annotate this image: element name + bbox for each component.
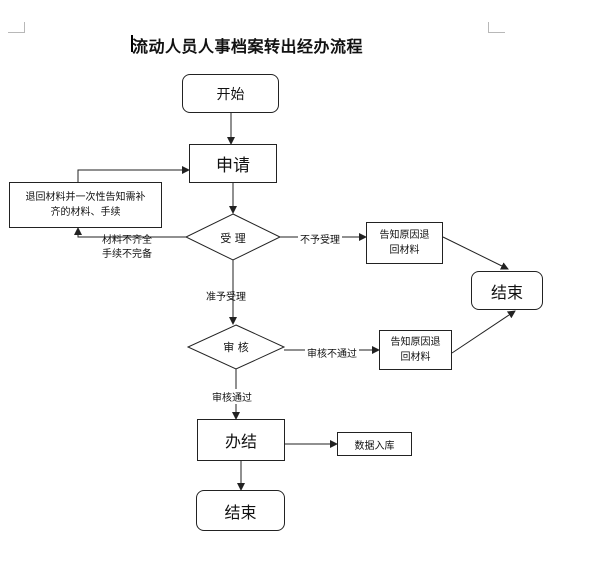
crop-mark-top-right — [488, 22, 505, 33]
node-complete: 办结 — [197, 419, 285, 461]
text-cursor — [131, 35, 133, 52]
node-return-materials: 退回材料并一次性告知需补齐的材料、手续 — [9, 182, 162, 228]
node-notify-reason-1: 告知原因退回材料 — [366, 222, 443, 264]
decision-accept-label: 受 理 — [220, 232, 246, 245]
edge-label-not-accepted: 不予受理 — [298, 231, 342, 246]
edge-notify2-end — [451, 310, 516, 354]
node-end-right: 结束 — [471, 271, 543, 310]
node-end-bottom: 结束 — [196, 490, 285, 531]
crop-mark-top-left — [8, 22, 25, 33]
edge-label-incomplete-1: 材料不齐全 — [102, 235, 152, 246]
edge-return-apply — [77, 166, 190, 182]
edge-label-review-failed: 审核不通过 — [305, 345, 359, 360]
node-start: 开始 — [182, 74, 279, 113]
diagram-title: 流动人员人事档案转出经办流程 — [132, 37, 364, 56]
edge-label-accepted: 准予受理 — [206, 292, 246, 303]
edge-notify1-end — [442, 236, 509, 270]
node-apply: 申请 — [189, 144, 277, 183]
node-data-entry: 数据入库 — [337, 432, 412, 456]
edge-label-incomplete-2: 手续不完备 — [102, 249, 152, 260]
node-notify-reason-2: 告知原因退回材料 — [379, 330, 452, 370]
edge-accept-return — [74, 227, 186, 238]
edge-label-review-passed: 审核通过 — [210, 389, 254, 404]
decision-review-label: 审 核 — [223, 341, 249, 354]
